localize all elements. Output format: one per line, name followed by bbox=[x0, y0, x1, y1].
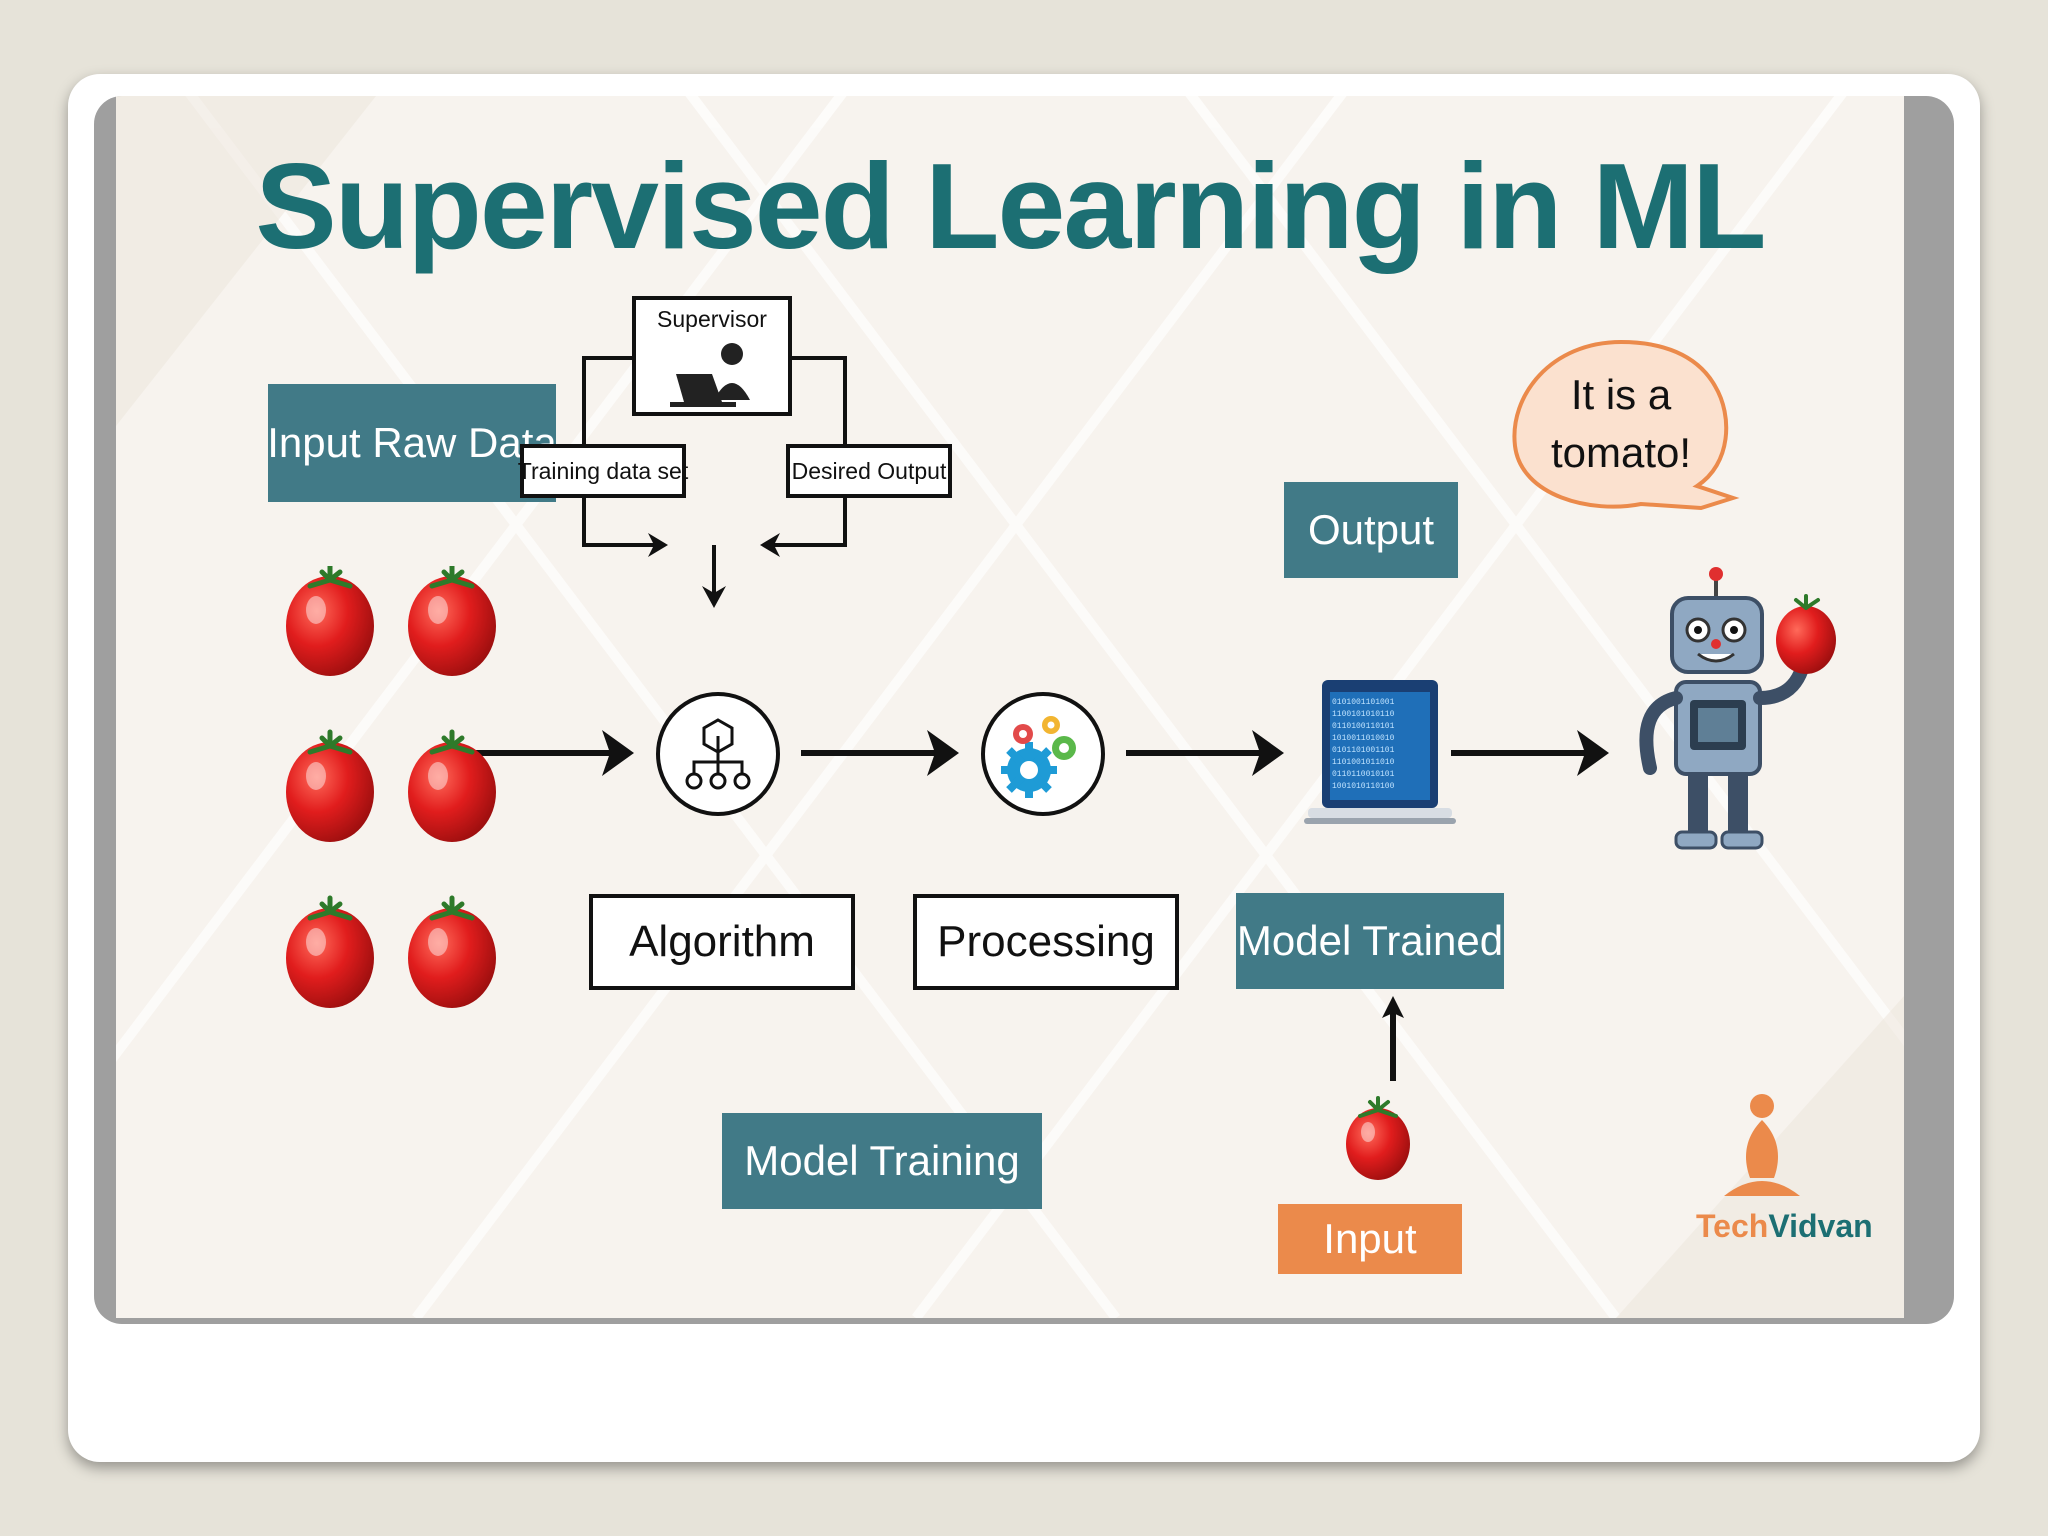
gears-icon bbox=[981, 692, 1105, 816]
tomato-icon bbox=[408, 566, 496, 676]
brand-vidvan: Vidvan bbox=[1768, 1208, 1873, 1244]
tomato-icon bbox=[408, 732, 496, 842]
laptop-binary-icon: 0101001101001 1100101010110 011010011010… bbox=[1304, 680, 1456, 824]
brand-tech: Tech bbox=[1696, 1208, 1769, 1244]
supervisor-icon bbox=[670, 343, 750, 407]
svg-text:1100101010110: 1100101010110 bbox=[1332, 710, 1395, 719]
svg-text:0101101001101: 0101101001101 bbox=[1332, 746, 1395, 755]
tomato-icon bbox=[1346, 1096, 1410, 1180]
processing-box: Processing bbox=[913, 894, 1179, 990]
tomato-icon bbox=[408, 898, 496, 1008]
input-label: Input bbox=[1278, 1204, 1462, 1274]
svg-text:0101001101001: 0101001101001 bbox=[1332, 698, 1395, 707]
speech-bubble-line2: tomato! bbox=[1550, 429, 1692, 476]
svg-text:1101001011010: 1101001011010 bbox=[1332, 758, 1395, 767]
speech-bubble-text: It is a tomato! bbox=[1521, 366, 1721, 482]
speech-bubble-line1: It is a bbox=[1570, 371, 1672, 418]
tomato-group bbox=[286, 566, 536, 1036]
svg-text:1001010110100: 1001010110100 bbox=[1332, 782, 1395, 791]
slide: Supervised Learning in ML bbox=[116, 96, 1904, 1318]
robot-icon bbox=[1639, 567, 1836, 850]
tomato-icon bbox=[286, 898, 374, 1008]
model-trained-label: Model Trained bbox=[1236, 893, 1504, 989]
speech-bubble-icon bbox=[1512, 339, 1740, 511]
tomato-icon bbox=[286, 566, 374, 676]
slide-frame: Supervised Learning in ML bbox=[94, 96, 1954, 1324]
algorithm-hierarchy-icon bbox=[656, 692, 780, 816]
svg-text:1010011010010: 1010011010010 bbox=[1332, 734, 1395, 743]
supervisor-label: Supervisor bbox=[657, 306, 767, 332]
supervisor-box: Supervisor bbox=[632, 296, 792, 416]
techvidvan-logo-icon bbox=[1724, 1094, 1800, 1196]
tomato-icon bbox=[286, 732, 374, 842]
training-data-set-box: Training data set bbox=[518, 444, 688, 498]
slide-title: Supervised Learning in ML bbox=[255, 138, 1766, 274]
flow-connectors bbox=[476, 356, 1609, 1081]
svg-text:0110110010101: 0110110010101 bbox=[1332, 770, 1395, 779]
output-label: Output bbox=[1284, 482, 1458, 578]
techvidvan-brand: TechVidvan bbox=[1696, 1208, 1873, 1245]
desired-output-box: Desired Output bbox=[786, 444, 952, 498]
svg-text:0110100110101: 0110100110101 bbox=[1332, 722, 1395, 731]
algorithm-box: Algorithm bbox=[589, 894, 855, 990]
model-training-label: Model Training bbox=[722, 1113, 1042, 1209]
input-raw-data-label: Input Raw Data bbox=[267, 384, 557, 502]
